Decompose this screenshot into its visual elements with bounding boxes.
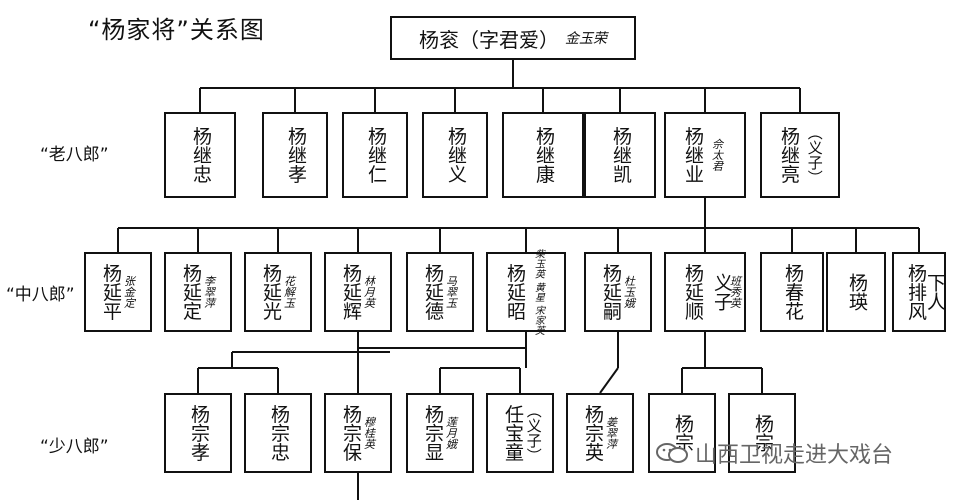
- person-name: 杨继忠: [189, 126, 212, 184]
- person-node: 杨继业佘太君: [664, 112, 746, 198]
- person-note: 义子: [710, 273, 733, 311]
- spouse-name: 马翠玉: [444, 275, 458, 309]
- person-node: 杨瑛: [826, 252, 886, 332]
- watermark-text: 山西卫视走进大戏台: [695, 443, 894, 468]
- person-name: 杨宗忠: [267, 404, 290, 462]
- person-node: 杨春花: [760, 252, 824, 332]
- person-node: 杨延嗣杜玉娥: [584, 252, 652, 332]
- connector-line: [599, 367, 619, 394]
- person-node: 杨宗保穆桂英: [324, 393, 392, 473]
- person-name: 杨继康: [532, 126, 555, 184]
- person-name: 杨继义: [444, 126, 467, 184]
- person-node: 杨延辉林月英: [324, 252, 392, 332]
- person-node: 杨宗忠: [244, 393, 312, 473]
- person-name: 杨继凯: [609, 126, 632, 184]
- person-name: 杨宗英: [581, 404, 604, 462]
- person-name: 杨延德: [421, 263, 444, 321]
- person-note: （义子）: [805, 125, 824, 185]
- spouse-name: 林月英: [362, 275, 376, 309]
- person-name: 杨宗: [671, 414, 694, 452]
- person-name: 杨宗显: [421, 404, 444, 462]
- person-name: 杨排风: [904, 263, 927, 321]
- spouse-name: 柴玉英 黄星 宋家英: [532, 248, 544, 336]
- person-name: 杨延光: [259, 263, 282, 321]
- spouse-name: 杜玉娥: [622, 275, 636, 309]
- person-node: 杨继凯: [584, 112, 656, 198]
- spouse-name: 张金定: [122, 275, 136, 309]
- person-node: 杨宗英姜翠萍: [566, 393, 634, 473]
- spouse-name: 李翠萍: [202, 275, 216, 309]
- person-name: 杨瑛: [845, 273, 868, 311]
- person-name: 杨延辉: [339, 263, 362, 321]
- person-name: 杨春花: [781, 263, 804, 321]
- spouse-name: 姜翠萍: [604, 416, 618, 450]
- person-name: 任宝童: [501, 404, 524, 462]
- spouse-name: 佘太君: [710, 138, 724, 172]
- person-name: 杨延平: [99, 263, 122, 321]
- person-name: 杨继亮: [777, 126, 800, 184]
- person-node: 杨延平张金定: [84, 252, 152, 332]
- person-name: 杨延定: [179, 263, 202, 321]
- person-node: 杨排风下人: [892, 252, 946, 332]
- person-name: 杨继仁: [364, 126, 387, 184]
- person-note: 下人: [923, 273, 946, 311]
- person-node: 任宝童（义子）: [486, 393, 554, 473]
- spouse-name: 穆桂英: [362, 416, 376, 450]
- person-node: 杨继义: [422, 112, 488, 198]
- person-node: 杨延光花解玉: [244, 252, 312, 332]
- person-node: 杨宗: [728, 393, 796, 473]
- watermark: 山西卫视走进大戏台: [655, 436, 955, 470]
- person-node: 杨延德马翠玉: [406, 252, 474, 332]
- spouse-name: 莲月娥: [444, 416, 458, 450]
- generation-label-old: “老八郎”: [40, 145, 109, 165]
- person-name: 杨宗保: [339, 404, 362, 462]
- person-name: 杨延昭: [503, 263, 526, 321]
- person-name: 杨延顺: [681, 263, 704, 321]
- person-name: 杨宗: [751, 414, 774, 452]
- chat-bubble-icon: [656, 443, 688, 463]
- person-node: 杨宗显莲月娥: [406, 393, 474, 473]
- person-node: 杨延昭柴玉英 黄星 宋家英: [486, 248, 566, 336]
- person-node: 杨延定李翠萍: [164, 252, 232, 332]
- root-node: 杨衮（字君爱） 金玉荣: [390, 16, 636, 60]
- person-node: 杨继孝: [262, 112, 328, 198]
- spouse-name: 班秀英: [728, 275, 742, 309]
- person-node: 杨继仁: [342, 112, 408, 198]
- person-name: 杨继孝: [284, 126, 307, 184]
- person-name: 杨宗孝: [187, 404, 210, 462]
- person-node: 杨继康: [502, 112, 584, 198]
- root-spouse: 金玉荣: [565, 31, 607, 47]
- generation-label-middle: “中八郎”: [6, 285, 75, 305]
- root-name: 杨衮（字君爱）: [419, 27, 559, 52]
- person-node: 杨宗孝: [164, 393, 232, 473]
- person-name: 杨延嗣: [599, 263, 622, 321]
- person-node: 杨延顺义子班秀英: [664, 252, 746, 332]
- person-note: （义子）: [524, 403, 543, 463]
- person-node: 杨继忠: [164, 112, 236, 198]
- person-node: 杨继亮 （义子）: [760, 112, 840, 198]
- person-name: 杨继业: [681, 126, 704, 184]
- generation-label-young: “少八郎”: [40, 437, 109, 457]
- diagram-title: “杨家将”关系图: [88, 16, 265, 44]
- spouse-name: 花解玉: [282, 275, 296, 309]
